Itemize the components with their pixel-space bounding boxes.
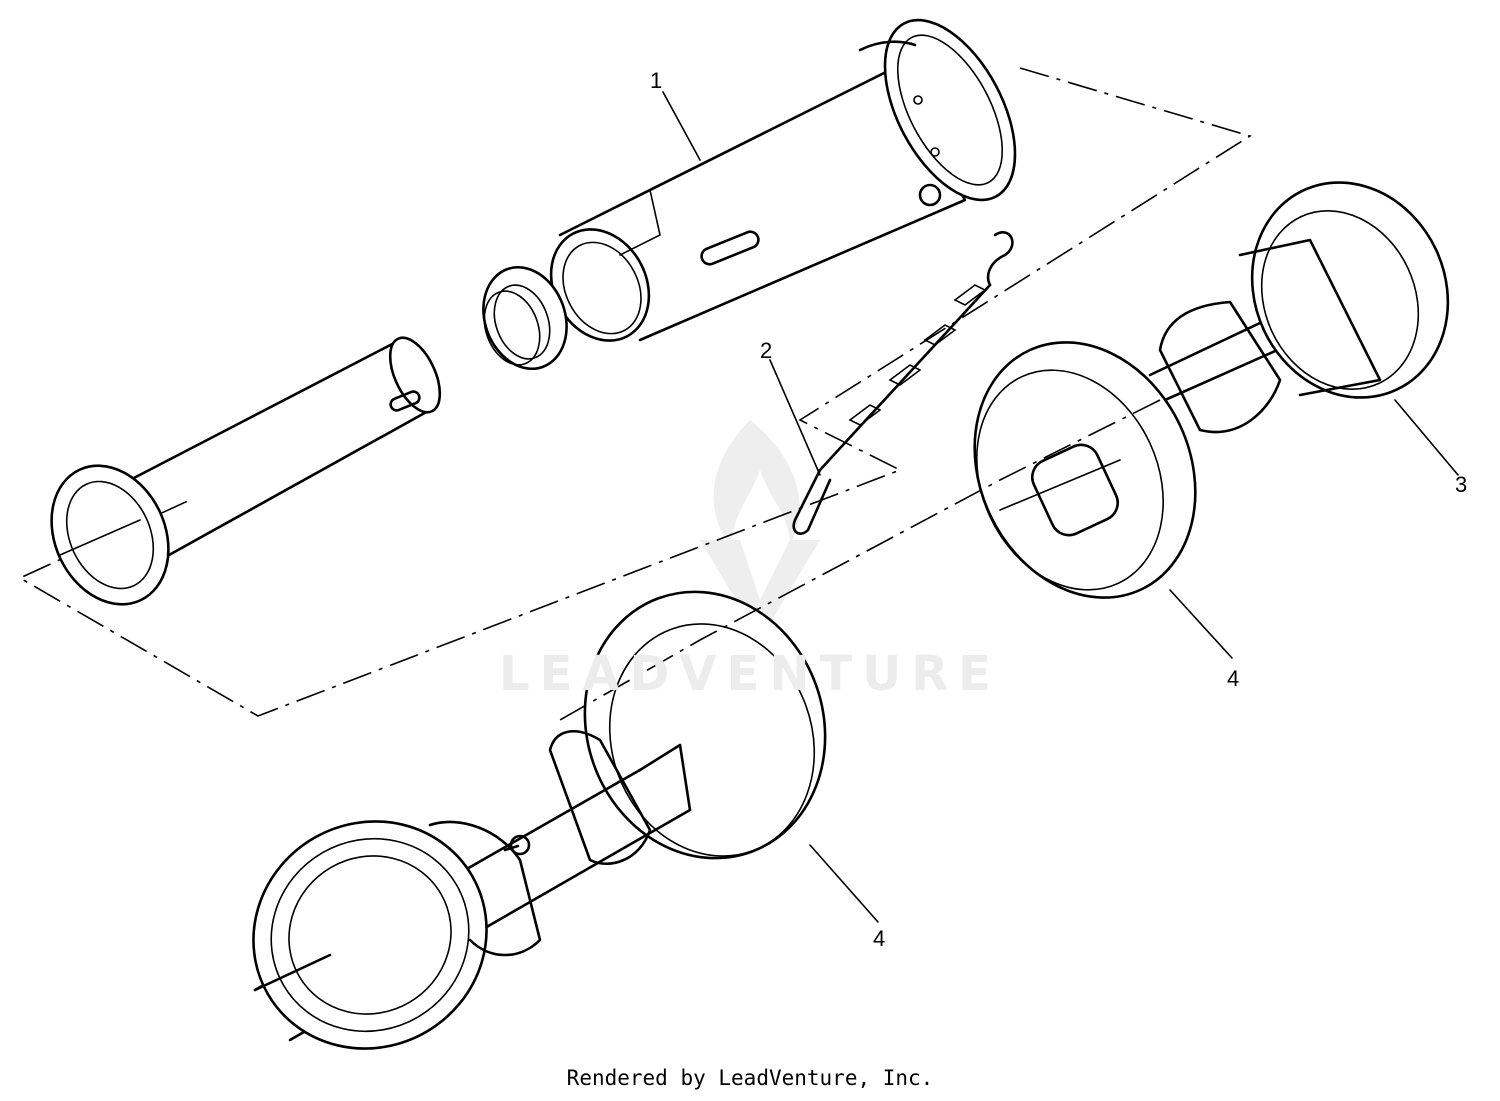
bearing-disc-lower xyxy=(583,590,827,860)
inner-shield-tube xyxy=(50,336,442,606)
leader-part4-lower xyxy=(809,844,879,923)
leader-part2 xyxy=(769,359,821,476)
lower-shaft-assembly xyxy=(252,730,692,1050)
leader-part1 xyxy=(662,91,701,161)
leader-part4-upper xyxy=(1169,589,1233,659)
callout-part-2: 2 xyxy=(760,338,773,363)
callout-part-1: 1 xyxy=(650,68,663,93)
watermark-logo xyxy=(700,420,820,640)
callout-part-4-upper: 4 xyxy=(1227,666,1240,691)
shaft-yoke-assembly xyxy=(1148,181,1450,434)
outer-shield-tube xyxy=(549,18,1017,342)
safety-chain xyxy=(792,231,1014,535)
bearing-ring xyxy=(482,265,568,371)
footer-credit: Rendered by LeadVenture, Inc. xyxy=(566,1066,934,1090)
centre-axis-line xyxy=(559,399,1161,721)
dashdot-enclosure xyxy=(18,67,1252,717)
callout-part-3: 3 xyxy=(1455,472,1468,497)
leader-part3 xyxy=(1394,399,1459,476)
watermark-brand: LEADVENTURE xyxy=(499,646,1001,702)
callout-part-4-lower: 4 xyxy=(873,926,886,951)
bearing-disc-upper xyxy=(973,341,1197,599)
